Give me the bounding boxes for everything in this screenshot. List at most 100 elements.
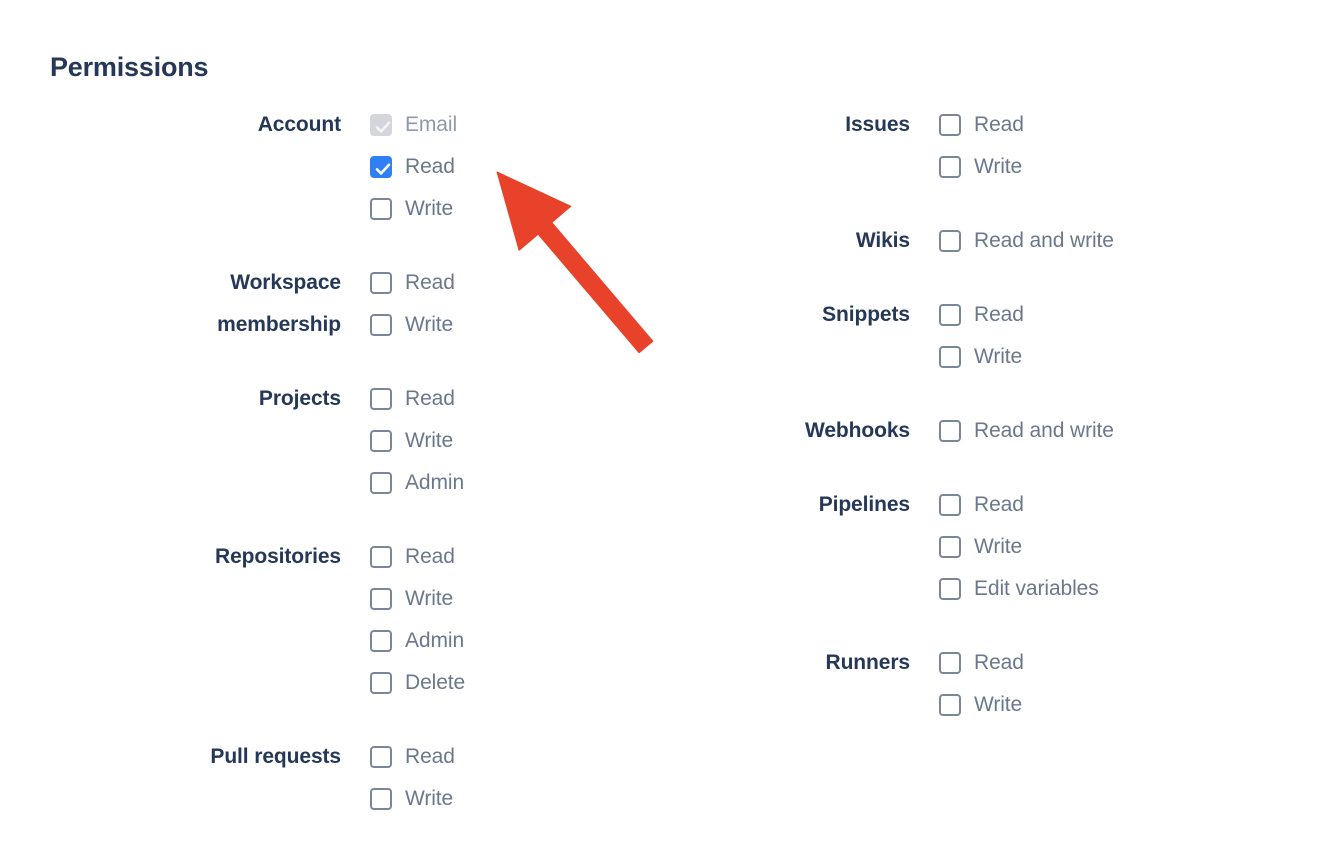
checkbox-unchecked-icon[interactable]: [370, 546, 392, 568]
permission-option-repositories-write[interactable]: Write: [370, 578, 520, 620]
checkbox-unchecked-icon[interactable]: [370, 672, 392, 694]
checkbox-unchecked-icon[interactable]: [939, 694, 961, 716]
permission-option-label: Read: [405, 387, 455, 410]
permission-option-workspace-membership-write[interactable]: Write: [370, 304, 520, 346]
permission-option-pull-requests-write[interactable]: Write: [370, 778, 520, 820]
checkbox-unchecked-icon[interactable]: [370, 314, 392, 336]
permission-option-repositories-delete[interactable]: Delete: [370, 662, 520, 704]
permission-group-wikis: Wikis Read and write: [600, 220, 1200, 262]
checkbox-unchecked-icon[interactable]: [939, 114, 961, 136]
permission-option-pipelines-read[interactable]: Read: [939, 484, 1200, 526]
permission-option-pull-requests-read[interactable]: Read: [370, 736, 520, 778]
permission-group-label: Pull requests: [210, 745, 341, 768]
permission-group-label: Account: [257, 113, 341, 136]
permission-option-label: Read: [405, 545, 455, 568]
permission-option-pipelines-write[interactable]: Write: [939, 526, 1200, 568]
permission-option-snippets-read[interactable]: Read: [939, 294, 1200, 336]
permission-option-label: Read and write: [974, 419, 1114, 442]
permission-option-account-email: Email: [370, 104, 520, 146]
permission-option-label: Admin: [405, 471, 465, 494]
permission-option-runners-write[interactable]: Write: [939, 684, 1200, 726]
checkbox-unchecked-icon[interactable]: [370, 430, 392, 452]
permission-option-label: Read: [405, 271, 455, 294]
checkbox-unchecked-icon[interactable]: [939, 420, 961, 442]
permission-option-label: Write: [405, 429, 454, 452]
permission-option-repositories-admin[interactable]: Admin: [370, 620, 520, 662]
permission-option-runners-read[interactable]: Read: [939, 642, 1200, 684]
permission-option-repositories-read[interactable]: Read: [370, 536, 520, 578]
permission-group-label: Workspace membership: [217, 271, 341, 336]
permission-option-label: Read and write: [974, 229, 1114, 252]
permission-group-label: Pipelines: [818, 493, 910, 516]
permission-group-label: Issues: [845, 113, 910, 136]
permission-group-label: Wikis: [855, 229, 910, 252]
checkbox-checked-icon[interactable]: [370, 156, 392, 178]
permission-group-webhooks: Webhooks Read and write: [600, 410, 1200, 452]
permission-option-label: Write: [974, 693, 1023, 716]
permission-option-projects-admin[interactable]: Admin: [370, 462, 520, 504]
permission-option-account-write[interactable]: Write: [370, 188, 520, 230]
page-title: Permissions: [50, 52, 209, 82]
permission-option-workspace-membership-read[interactable]: Read: [370, 262, 520, 304]
permission-option-label: Write: [974, 155, 1023, 178]
permission-option-label: Delete: [405, 671, 466, 694]
checkbox-unchecked-icon[interactable]: [939, 652, 961, 674]
checkbox-unchecked-icon[interactable]: [370, 472, 392, 494]
permission-option-projects-read[interactable]: Read: [370, 378, 520, 420]
permission-group-label: Runners: [825, 651, 911, 674]
checkbox-unchecked-icon[interactable]: [370, 788, 392, 810]
permission-option-label: Edit variables: [974, 577, 1099, 600]
checkbox-unchecked-icon[interactable]: [939, 536, 961, 558]
permission-option-label: Read: [405, 155, 455, 178]
permission-group-label: Webhooks: [805, 419, 910, 442]
checkbox-unchecked-icon[interactable]: [370, 198, 392, 220]
checkbox-unchecked-icon[interactable]: [370, 388, 392, 410]
permission-option-projects-write[interactable]: Write: [370, 420, 520, 462]
permission-option-label: Email: [405, 113, 458, 136]
permission-group-label: Projects: [258, 387, 341, 410]
permission-group-label: Repositories: [215, 545, 341, 568]
checkbox-unchecked-icon[interactable]: [939, 346, 961, 368]
checkbox-unchecked-icon[interactable]: [939, 494, 961, 516]
checkbox-unchecked-icon[interactable]: [370, 746, 392, 768]
permission-option-account-read[interactable]: Read: [370, 146, 520, 188]
permission-option-label: Write: [405, 197, 454, 220]
permission-option-webhooks-read-and-write[interactable]: Read and write: [939, 410, 1200, 452]
permission-option-label: Write: [974, 345, 1023, 368]
permission-option-issues-read[interactable]: Read: [939, 104, 1200, 146]
permission-option-issues-write[interactable]: Write: [939, 146, 1200, 188]
permission-option-label: Read: [405, 745, 455, 768]
checkbox-unchecked-icon[interactable]: [939, 230, 961, 252]
permission-option-list: Read and write: [910, 410, 1200, 452]
permission-option-label: Read: [974, 113, 1024, 136]
permission-group-label: Snippets: [822, 303, 910, 326]
permission-option-pipelines-edit-variables[interactable]: Edit variables: [939, 568, 1200, 610]
permission-option-label: Write: [405, 587, 454, 610]
checkbox-unchecked-icon[interactable]: [939, 578, 961, 600]
permission-option-label: Admin: [405, 629, 465, 652]
checkbox-unchecked-icon[interactable]: [939, 304, 961, 326]
checkbox-unchecked-icon[interactable]: [370, 630, 392, 652]
permission-option-snippets-write[interactable]: Write: [939, 336, 1200, 378]
checkbox-unchecked-icon[interactable]: [370, 588, 392, 610]
permission-option-label: Read: [974, 493, 1024, 516]
permission-option-wikis-read-and-write[interactable]: Read and write: [939, 220, 1200, 262]
permission-option-label: Write: [974, 535, 1023, 558]
checkbox-unchecked-icon[interactable]: [939, 156, 961, 178]
checkbox-checked-disabled-icon: [370, 114, 392, 136]
checkbox-unchecked-icon[interactable]: [370, 272, 392, 294]
